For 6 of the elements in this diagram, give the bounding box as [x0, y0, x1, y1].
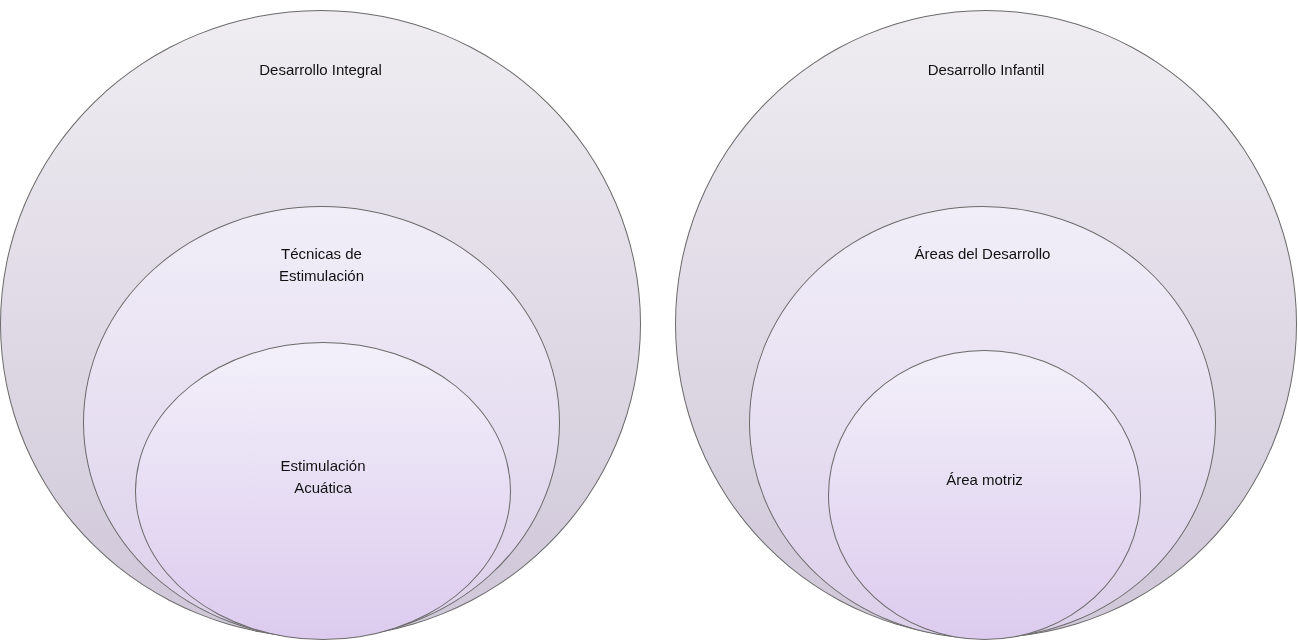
- circle-label: Estimulación Acuática: [279, 456, 367, 498]
- circle-label: Desarrollo Integral: [259, 60, 382, 80]
- circle-label: Técnicas de Estimulación: [277, 244, 365, 286]
- circle-label: Desarrollo Infantil: [927, 60, 1045, 80]
- circle-label: Área motriz: [946, 470, 1023, 490]
- circle-label: Áreas del Desarrollo: [914, 244, 1051, 264]
